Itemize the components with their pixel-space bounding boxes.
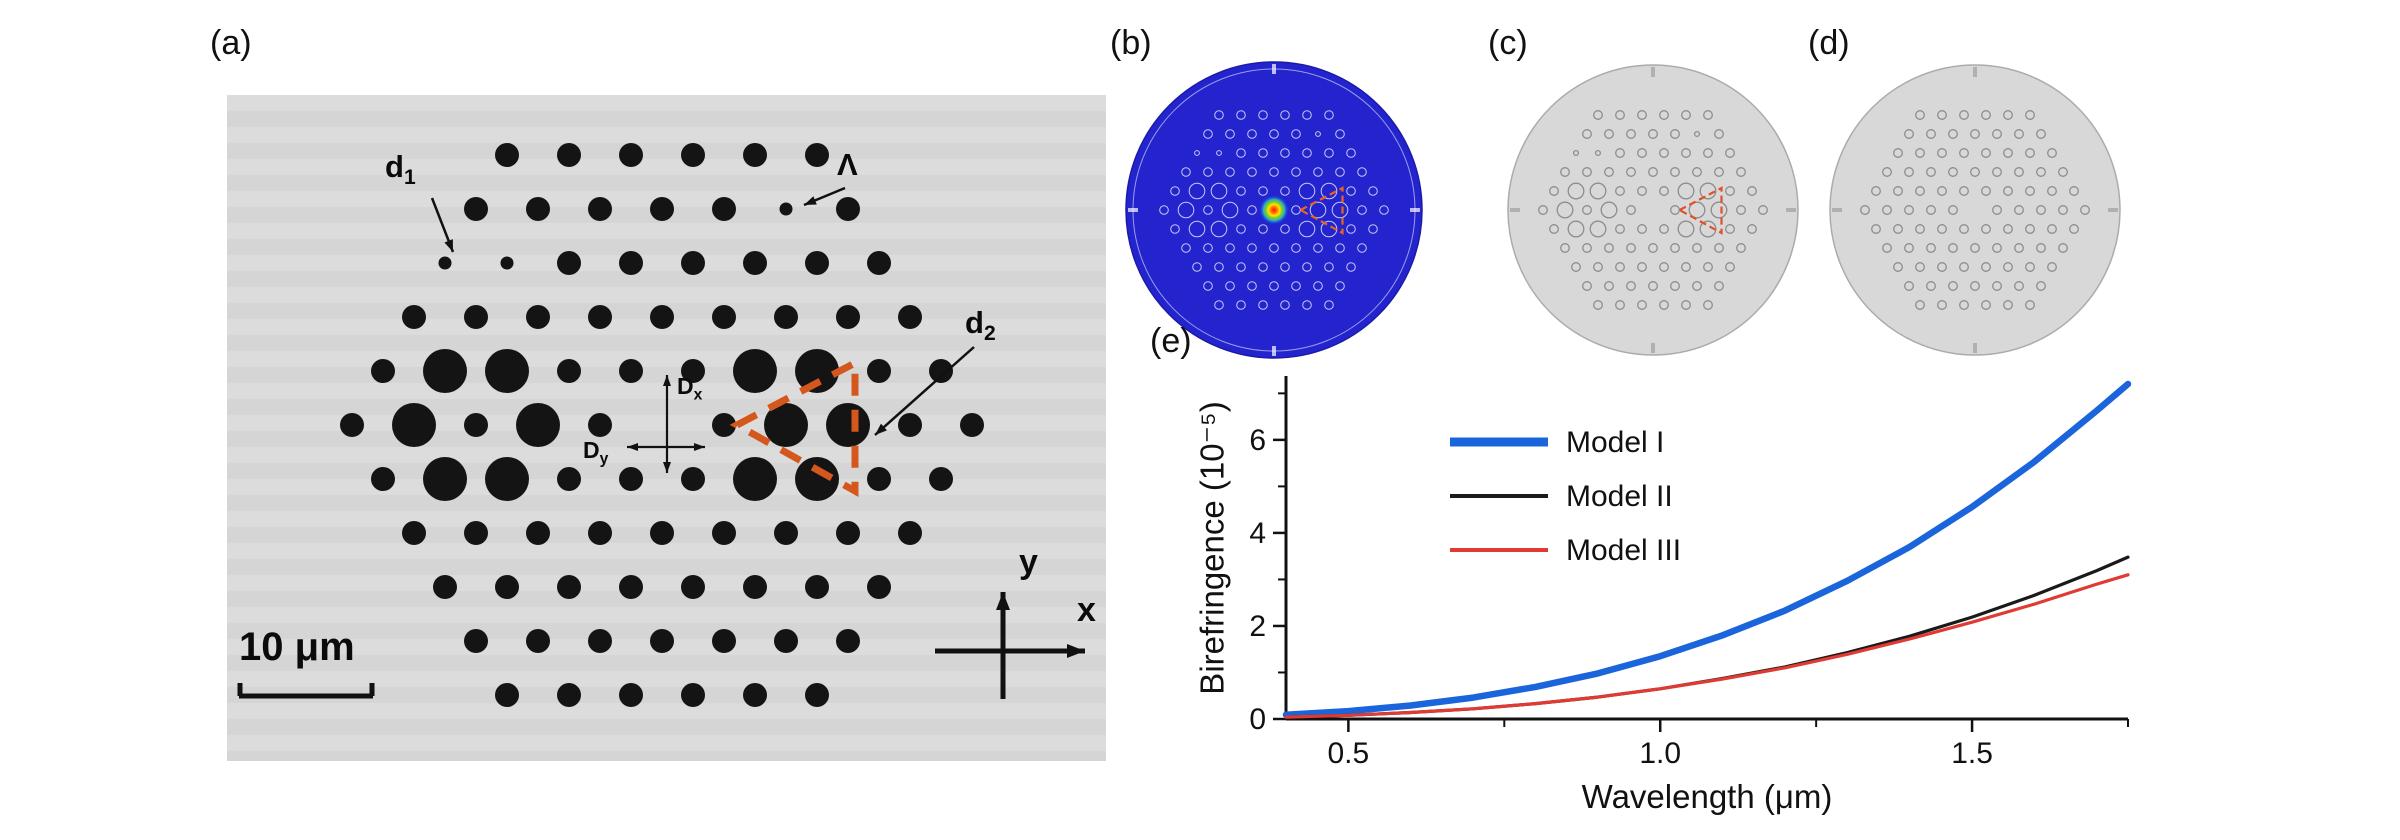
scale-bar xyxy=(237,683,375,699)
rim-notches xyxy=(1128,64,1420,356)
scale-bar-label: 10 μm xyxy=(239,625,355,669)
sem-image: d1 Λ d2 Dx Dy 10 μm x y xyxy=(227,95,1106,761)
x-axis-label: x xyxy=(1077,591,1096,629)
mode-field-drawing xyxy=(1125,61,1423,359)
panel-e-label: (e) xyxy=(1150,322,1192,360)
dy-label: Dy xyxy=(583,437,609,468)
y-tick-label: 0 xyxy=(1249,703,1266,736)
legend-label: Model II xyxy=(1566,480,1673,513)
sem-drawing xyxy=(237,143,1085,707)
panel-d-label: (d) xyxy=(1808,24,1850,62)
chart-curves xyxy=(1282,380,2132,719)
panel-b-label: (b) xyxy=(1110,24,1152,62)
x-tick-label: 0.5 xyxy=(1328,737,1370,770)
annotations-group xyxy=(430,186,975,473)
chart-legend: Model I Model II Model III xyxy=(1450,426,1681,567)
unit-triangle-marker xyxy=(729,357,859,497)
air-holes-group xyxy=(1538,110,1768,310)
rim-notches xyxy=(1510,67,1796,353)
chart-drawing: 0.5 1.0 1.5 0 2 4 6 Model I Model II Model III xyxy=(1249,376,2132,770)
y-tick-label: 4 xyxy=(1249,517,1266,550)
chart-axes: 0.5 1.0 1.5 0 2 4 6 xyxy=(1249,376,2129,770)
birefringence-chart: 0.5 1.0 1.5 0 2 4 6 Model I Model II Model III xyxy=(1150,330,2200,820)
d2-label: d2 xyxy=(965,305,996,346)
air-holes-group xyxy=(1159,110,1389,310)
legend-label: Model I xyxy=(1566,426,1664,459)
fiber-cladding xyxy=(1829,64,2121,356)
dx-label: Dx xyxy=(677,373,703,404)
lambda-label: Λ xyxy=(837,147,858,182)
xy-axes-icon xyxy=(935,592,1085,699)
fiber-cladding xyxy=(1507,64,1799,356)
chart-y-axis-title: Birefringence (10⁻⁵) xyxy=(1193,401,1231,695)
d1-label: d1 xyxy=(385,149,416,190)
legend-label: Model III xyxy=(1566,534,1681,567)
unit-triangle-marker xyxy=(1298,186,1344,235)
y-tick-label: 6 xyxy=(1249,424,1266,457)
air-holes-group xyxy=(340,143,984,707)
rim-notches xyxy=(1832,67,2118,353)
curve-model-iii xyxy=(1284,573,2130,719)
panel-a-label: (a) xyxy=(210,24,252,62)
chart-x-axis-title: Wavelength (μm) xyxy=(1581,778,1833,815)
uniform-structure-image xyxy=(1825,60,2125,360)
mode-field-image xyxy=(1124,60,1424,360)
x-tick-label: 1.5 xyxy=(1951,737,1993,770)
y-tick-label: 2 xyxy=(1249,610,1266,643)
panel-c-label: (c) xyxy=(1488,24,1528,62)
air-holes-group xyxy=(1860,110,2090,310)
unit-triangle-marker xyxy=(1677,186,1723,235)
y-axis-label: y xyxy=(1019,543,1038,581)
uniform-structure-drawing xyxy=(1829,64,2121,356)
model-structure-drawing xyxy=(1507,64,1799,356)
curve-model-i xyxy=(1282,380,2132,719)
mode-field-spot xyxy=(1259,195,1289,225)
x-tick-label: 1.0 xyxy=(1639,737,1681,770)
model-structure-image xyxy=(1503,60,1803,360)
